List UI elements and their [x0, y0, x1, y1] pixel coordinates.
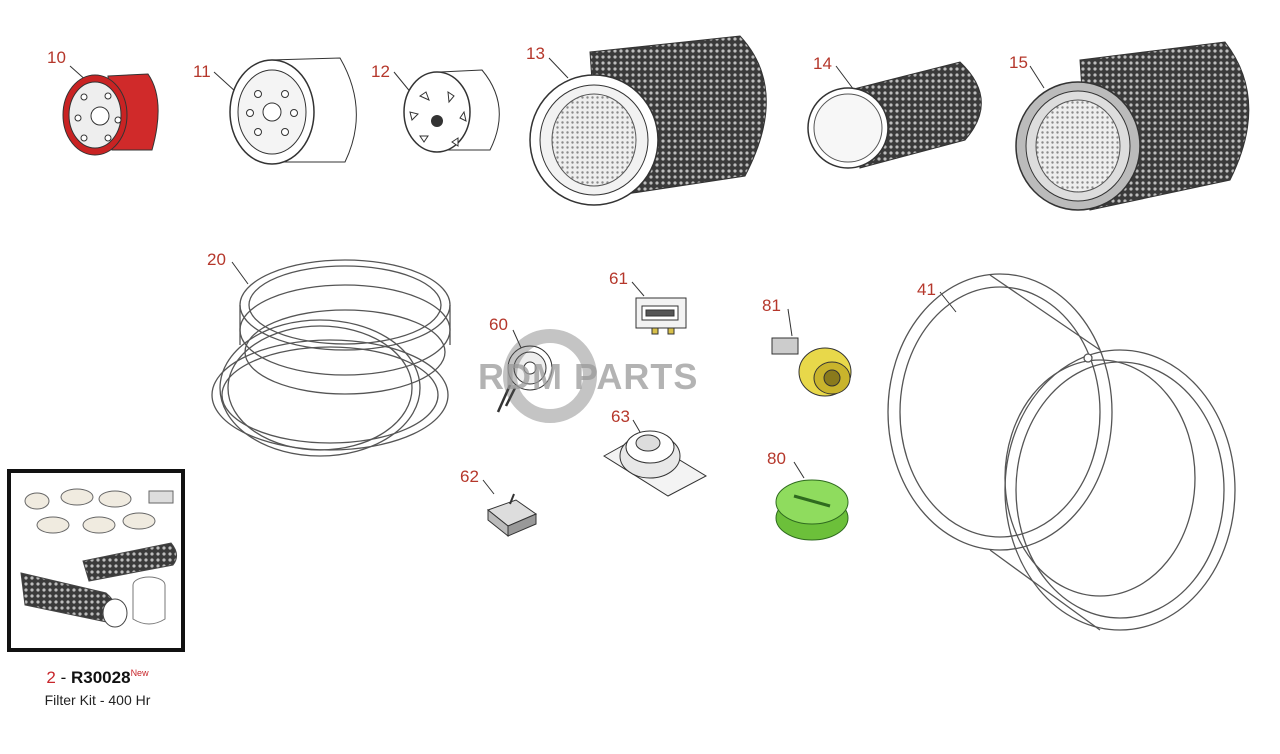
air-filter-15 [1015, 41, 1250, 211]
belts-20 [211, 259, 451, 457]
filter-kit-illustration [20, 488, 177, 628]
fuel-filter-11 [229, 57, 357, 165]
wheel-rim-41 [887, 273, 1236, 631]
callout-15: 15 [1009, 53, 1028, 72]
kit-description: Filter Kit - 400 Hr [44, 692, 151, 708]
filter-kit-image[interactable] [7, 469, 185, 652]
callout-81: 81 [762, 296, 781, 315]
callout-61: 61 [609, 269, 628, 288]
callout-41: 41 [917, 280, 936, 299]
hour-meter-61 [635, 297, 687, 335]
callout-12: 12 [371, 62, 390, 81]
callout-80: 80 [767, 449, 786, 468]
callout-62: 62 [460, 467, 479, 486]
air-filter-13 [529, 35, 767, 206]
kit-part-code: R30028 [71, 668, 131, 687]
callout-13: 13 [526, 44, 545, 63]
fuel-cap-80 [775, 479, 849, 541]
callout-10: 10 [47, 48, 66, 67]
callout-63: 63 [611, 407, 630, 426]
callout-14: 14 [813, 54, 832, 73]
callout-20: 20 [207, 250, 226, 269]
callout-60: 60 [489, 315, 508, 334]
filter-kit-code-line[interactable]: 2 - R30028New [0, 668, 195, 688]
inner-filter-14 [807, 61, 982, 169]
pto-switch-81 [771, 337, 852, 397]
oil-filter-10 [62, 73, 159, 156]
watermark: RDM PARTS [478, 356, 699, 397]
kit-separator: - [55, 668, 71, 687]
callout-11: 11 [193, 62, 211, 81]
kit-item-number: 2 [46, 668, 56, 687]
hydraulic-filter-12 [403, 69, 500, 153]
new-badge: New [130, 668, 149, 678]
micro-switch-62 [486, 493, 538, 538]
seat-switch-63 [603, 430, 708, 497]
ignition-switch-60 [496, 345, 553, 413]
leader-lines [69, 57, 1045, 495]
filter-kit-caption: 2 - R30028New Filter Kit - 400 Hr [0, 668, 195, 708]
watermark-logo [503, 329, 597, 423]
